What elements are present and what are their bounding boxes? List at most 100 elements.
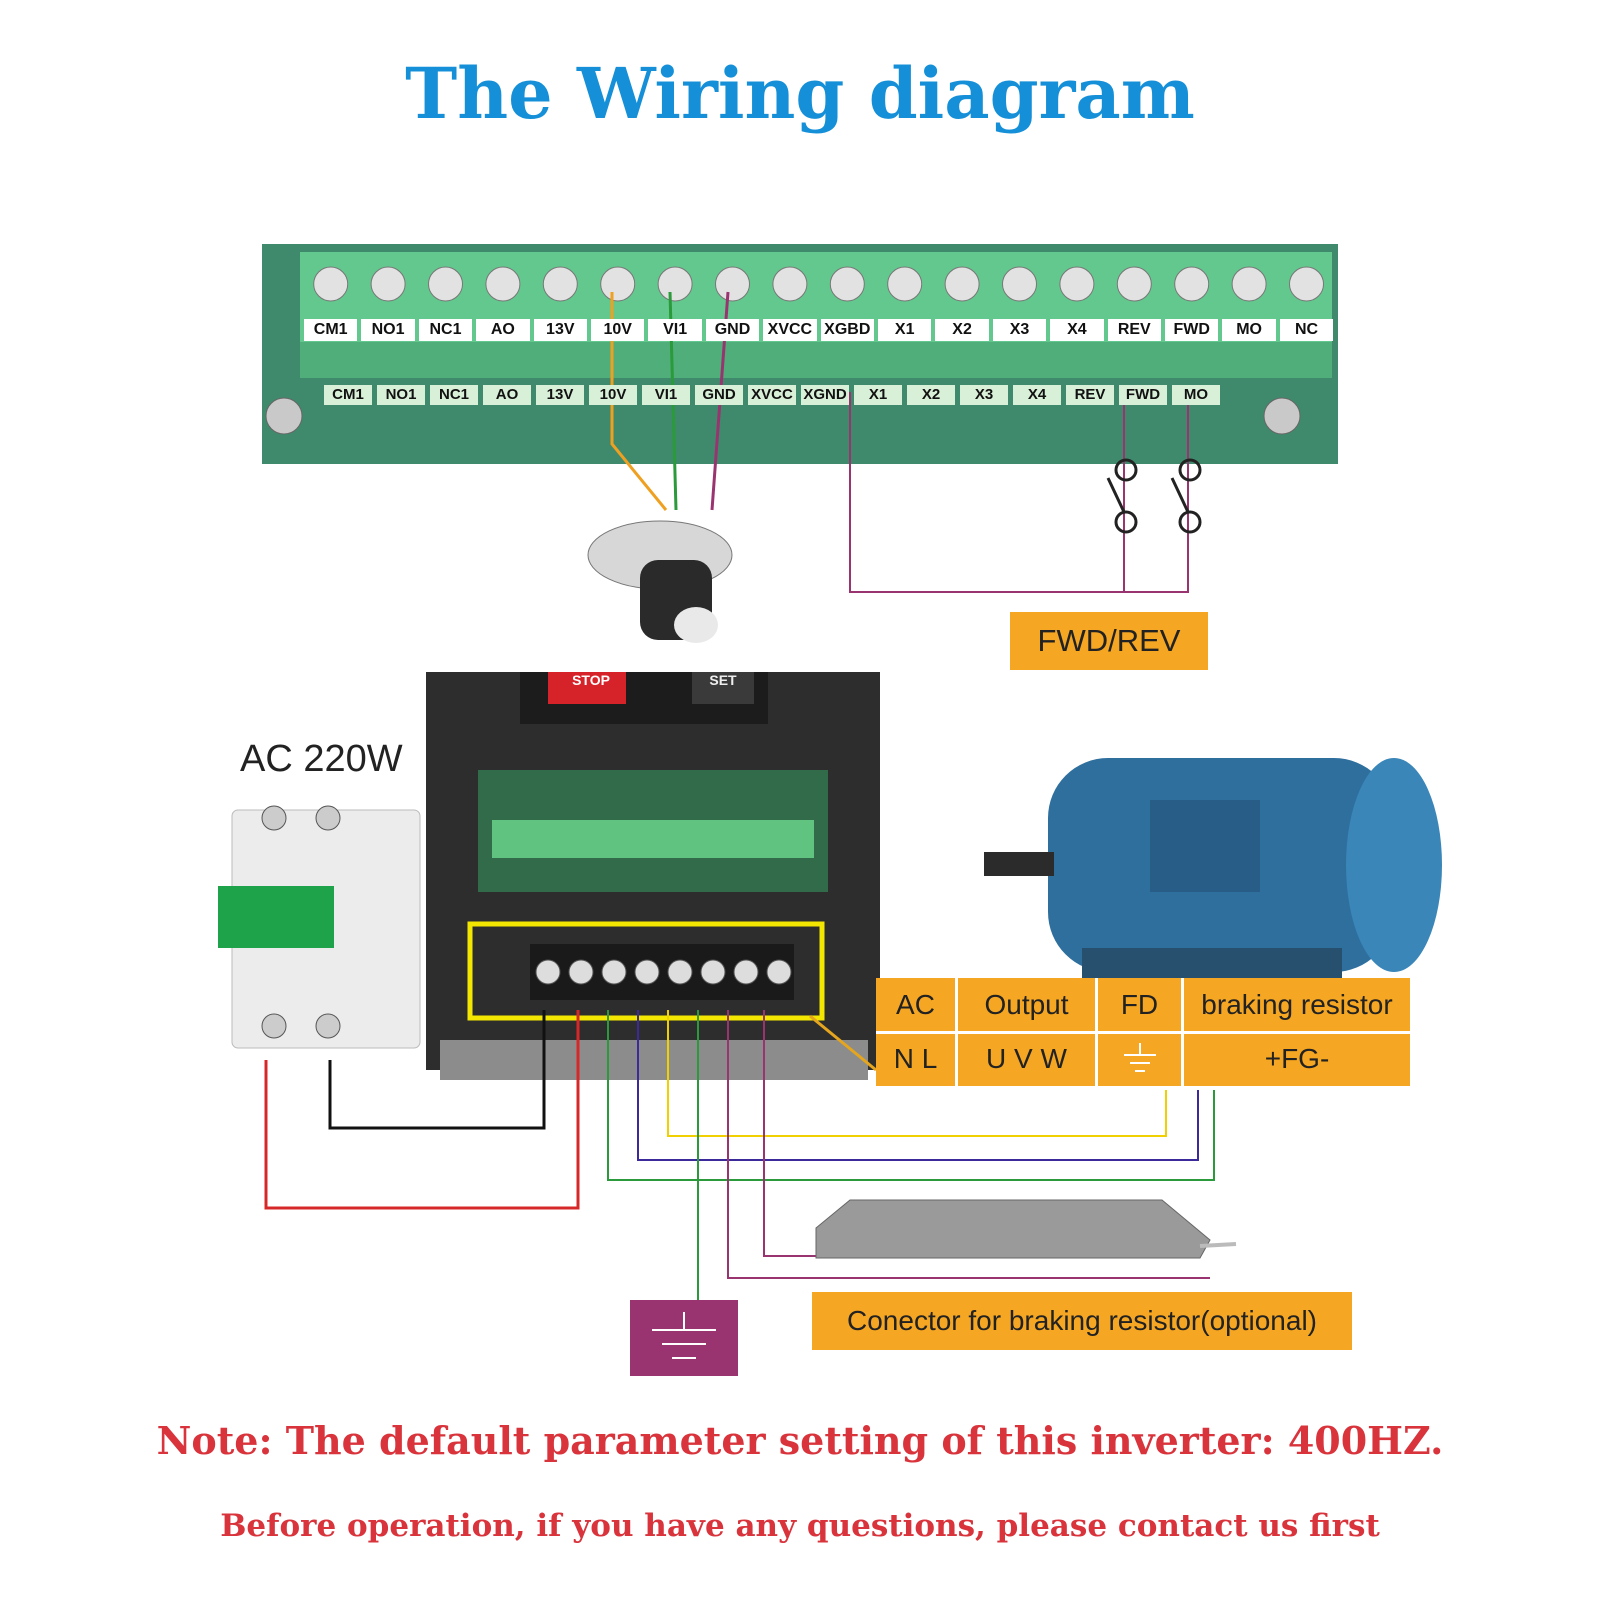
terminal-label-bottom: GND <box>695 385 743 405</box>
terminal-label-top: GND <box>705 319 760 341</box>
terminal-label-top: X2 <box>935 319 989 341</box>
terminal-screw <box>370 266 406 302</box>
power-terminal-screw <box>601 959 627 985</box>
power-terminal-highlight <box>467 921 825 1021</box>
wire-fwd-rev-loop <box>849 392 1189 593</box>
callout-line <box>809 1014 877 1072</box>
terminal-screw <box>485 266 521 302</box>
terminal-label-top: AO <box>476 319 530 341</box>
set-key: SET <box>709 672 737 688</box>
terminal-label-bottom: VI1 <box>642 385 690 405</box>
terminal-label-top: X4 <box>1050 319 1104 341</box>
power-terminal-screw <box>568 959 594 985</box>
ground-icon <box>1123 1043 1156 1072</box>
terminal-label-bottom: AO <box>483 385 531 405</box>
terminal-label-top: MO <box>1222 319 1276 341</box>
terminal-label-bottom: XVCC <box>748 385 796 405</box>
resistor-icon <box>815 1199 1237 1259</box>
power-terminal-screw <box>766 959 792 985</box>
subnote-text: Before operation, if you have any questi… <box>220 1508 1380 1544</box>
stop-key: STOP <box>572 672 610 688</box>
terminal-screw <box>887 266 923 302</box>
power-terminal-screw <box>733 959 759 985</box>
terminal-label-top: FWD <box>1165 319 1219 341</box>
terminal-label-top: NC <box>1279 319 1334 341</box>
header-fd: FD <box>1098 978 1184 1032</box>
terminal-screw <box>1174 266 1210 302</box>
terminal-screw <box>600 266 636 302</box>
fwd-rev-label: FWD/REV <box>1010 612 1208 670</box>
switch-icon <box>1106 458 1202 534</box>
terminal-label-bottom: 13V <box>536 385 584 405</box>
terminal-label-top: XGBD <box>820 319 874 341</box>
terminal-label-bottom: X1 <box>854 385 902 405</box>
terminal-screw <box>657 266 693 302</box>
terminal-screw <box>313 266 349 302</box>
terminal-screw <box>1289 266 1324 302</box>
wire-br-minus <box>727 1010 1210 1279</box>
terminal-label-bottom: REV <box>1066 385 1114 405</box>
terminal-screw <box>829 266 865 302</box>
power-terminal-screw <box>667 959 693 985</box>
terminal-screw <box>944 266 980 302</box>
note-text: Note: The default parameter setting of t… <box>156 1418 1444 1463</box>
terminal-label-top: NC1 <box>418 319 473 341</box>
page-title: The Wiring diagram <box>405 52 1195 135</box>
terminal-label-top: CM1 <box>304 319 358 341</box>
terminal-label-bottom: X3 <box>960 385 1008 405</box>
value-fd <box>1098 1032 1184 1086</box>
terminal-screw <box>1002 266 1037 302</box>
braking-resistor-label: Conector for braking resistor(optional) <box>812 1292 1352 1350</box>
terminal-label-top: X3 <box>992 319 1047 341</box>
terminal-label-top: XVCC <box>763 319 817 341</box>
header-braking-resistor: braking resistor <box>1201 989 1393 1020</box>
power-terminal-table: AC Output FD braking resistor N L U V W … <box>876 978 1410 1086</box>
wire-ac-l <box>264 1010 580 1210</box>
wire-u <box>607 1010 1215 1181</box>
terminal-label-top: 10V <box>591 319 645 341</box>
terminal-label-bottom: 10V <box>589 385 637 405</box>
wire-ac-n <box>328 1010 546 1130</box>
terminal-label-bottom: X2 <box>907 385 955 405</box>
terminal-label-top: 13V <box>533 319 587 341</box>
wire-10v <box>610 292 668 511</box>
mount-screw-left <box>265 397 303 435</box>
motor-icon <box>984 758 1442 978</box>
value-ac: N L <box>876 1032 958 1086</box>
terminal-label-bottom: MO <box>1172 385 1220 405</box>
terminal-screw <box>1059 266 1095 302</box>
terminal-label-top: VI1 <box>648 319 702 341</box>
terminal-label-bottom: NO1 <box>377 385 425 405</box>
terminal-screw <box>1231 266 1267 302</box>
ground-icon <box>652 1312 716 1359</box>
terminal-block-base <box>300 342 1332 378</box>
power-terminal-screw <box>535 959 561 985</box>
value-output: U V W <box>958 1032 1098 1086</box>
wire-w <box>667 1010 1167 1137</box>
terminal-screw <box>428 266 463 302</box>
terminal-label-top: NO1 <box>361 319 415 341</box>
terminal-screw <box>715 266 750 302</box>
terminal-screws <box>313 266 1324 302</box>
terminal-screw <box>542 266 578 302</box>
mount-screw-right <box>1263 397 1301 435</box>
power-label: AC 220W <box>240 738 403 780</box>
value-braking-resistor: +FG- <box>1264 1043 1330 1074</box>
potentiometer-icon <box>587 520 733 643</box>
power-terminal-screw <box>700 959 726 985</box>
terminal-label-bottom: X4 <box>1013 385 1061 405</box>
terminal-label-bottom: NC1 <box>430 385 478 405</box>
wire-v <box>637 1010 1199 1161</box>
terminal-screw <box>1116 266 1152 302</box>
inverter-unit <box>426 672 880 1080</box>
breaker-icon <box>218 805 421 1049</box>
terminal-label-bottom: XGND <box>801 385 849 405</box>
header-ac: AC <box>876 978 958 1032</box>
terminal-label-top: REV <box>1107 319 1161 341</box>
terminal-label-bottom: FWD <box>1119 385 1167 405</box>
ground-box <box>630 1300 738 1376</box>
terminal-screw <box>772 266 808 302</box>
terminal-label-bottom: CM1 <box>324 385 372 405</box>
terminal-label-top: X1 <box>878 319 932 341</box>
